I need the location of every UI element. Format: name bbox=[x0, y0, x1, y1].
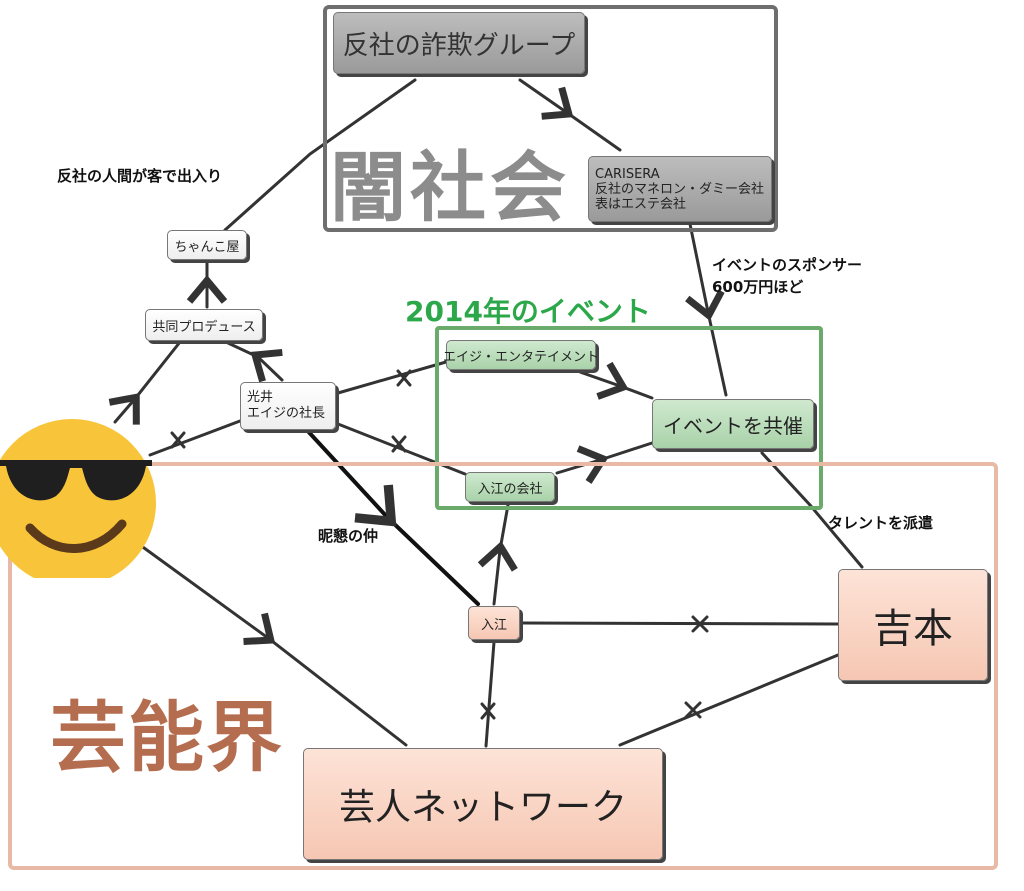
edge-fraud-carisera bbox=[518, 78, 622, 152]
edge-label-talent: タレントを派遣 bbox=[828, 514, 934, 532]
edge-irie-iriec bbox=[477, 503, 518, 606]
edge-mitsui-kyodo bbox=[226, 341, 284, 383]
node-irie[interactable]: 入江 bbox=[468, 606, 520, 640]
node-irie-company[interactable]: 入江の会社 bbox=[465, 472, 555, 502]
node-label-line: CARISERA bbox=[595, 166, 660, 182]
node-label: 芸人ネットワーク bbox=[338, 787, 627, 828]
node-carisera[interactable]: CARISERA 反社のマネロン・ダミー会社 表はエステ会社 bbox=[588, 156, 772, 222]
node-label-line: 表はエステ会社 bbox=[595, 196, 687, 212]
cross-mark bbox=[691, 615, 709, 633]
node-label-line: 反社のマネロン・ダミー会社 bbox=[595, 181, 765, 197]
edge-iriec-kyosai bbox=[555, 441, 654, 484]
cross-mark bbox=[170, 431, 186, 449]
edge-label-line: 600万円ほど bbox=[712, 278, 804, 296]
node-joint-produce[interactable]: 共同プロデュース bbox=[145, 309, 263, 341]
edge-label-close-relation: 昵懇の仲 bbox=[318, 527, 379, 545]
cross-marks bbox=[170, 369, 709, 720]
node-aiji-entertainment[interactable]: エイジ・エンタテイメント bbox=[443, 340, 600, 370]
edge-irie-yoshimoto bbox=[520, 621, 840, 626]
edge-label-line: イベントのスポンサー bbox=[712, 256, 863, 274]
node-label: ちゃんこ屋 bbox=[174, 239, 240, 255]
cross-mark bbox=[396, 369, 412, 387]
node-yoshimoto[interactable]: 吉本 bbox=[838, 569, 988, 681]
region-underworld bbox=[323, 5, 778, 232]
node-label: 入江 bbox=[480, 617, 507, 633]
region-title-event: 2014年のイベント bbox=[405, 295, 651, 328]
edge-emoji-network bbox=[138, 543, 408, 747]
node-label-line: 光井 bbox=[247, 390, 274, 405]
edge-fraud-chanko bbox=[223, 78, 417, 232]
edge-label-visitors: 反社の人間が客で出入り bbox=[57, 167, 223, 185]
node-label-line: エイジの社長 bbox=[247, 406, 326, 421]
node-label: 入江の会社 bbox=[477, 481, 543, 497]
edge-aiji-kyosai bbox=[578, 361, 654, 400]
cross-mark bbox=[480, 702, 496, 720]
node-fraud-group[interactable]: 反社の詐欺グループ bbox=[333, 12, 585, 74]
edge-network-irie bbox=[484, 640, 496, 748]
node-event-cohost[interactable]: イベントを共催 bbox=[652, 399, 814, 449]
node-label: イベントを共催 bbox=[663, 413, 803, 438]
edge-emoji-kyodo bbox=[108, 340, 182, 425]
edge-carisera-kyosai bbox=[685, 222, 728, 397]
edge-mitsui-irie bbox=[303, 426, 480, 606]
sunglasses-face-icon bbox=[0, 419, 156, 578]
node-comedian-network[interactable]: 芸人ネットワーク bbox=[303, 748, 663, 860]
region-entertainment bbox=[8, 462, 998, 870]
node-label: エイジ・エンタテイメント bbox=[443, 349, 600, 365]
cross-mark bbox=[684, 701, 702, 719]
edge-mitsui-aiji bbox=[336, 360, 448, 395]
node-chanko-restaurant[interactable]: ちゃんこ屋 bbox=[167, 230, 247, 260]
edge-network-yoshimoto bbox=[618, 653, 840, 747]
region-title-entertainment: 芸能界 bbox=[50, 693, 284, 782]
edge-kyosai-yoshimoto bbox=[760, 451, 864, 569]
edge-label-sponsor: イベントのスポンサー 600万円ほど bbox=[712, 254, 862, 298]
node-label: 共同プロデュース bbox=[152, 319, 256, 335]
node-mitsui[interactable]: 光井 エイジの社長 bbox=[240, 382, 336, 430]
region-event-2014 bbox=[435, 326, 823, 510]
cross-mark bbox=[391, 435, 407, 453]
node-label: 吉本 bbox=[873, 606, 953, 652]
node-label: 反社の詐欺グループ bbox=[342, 30, 576, 61]
edge-emoji-mitsui bbox=[148, 419, 242, 457]
region-title-underworld: 闇社会 bbox=[330, 143, 570, 232]
